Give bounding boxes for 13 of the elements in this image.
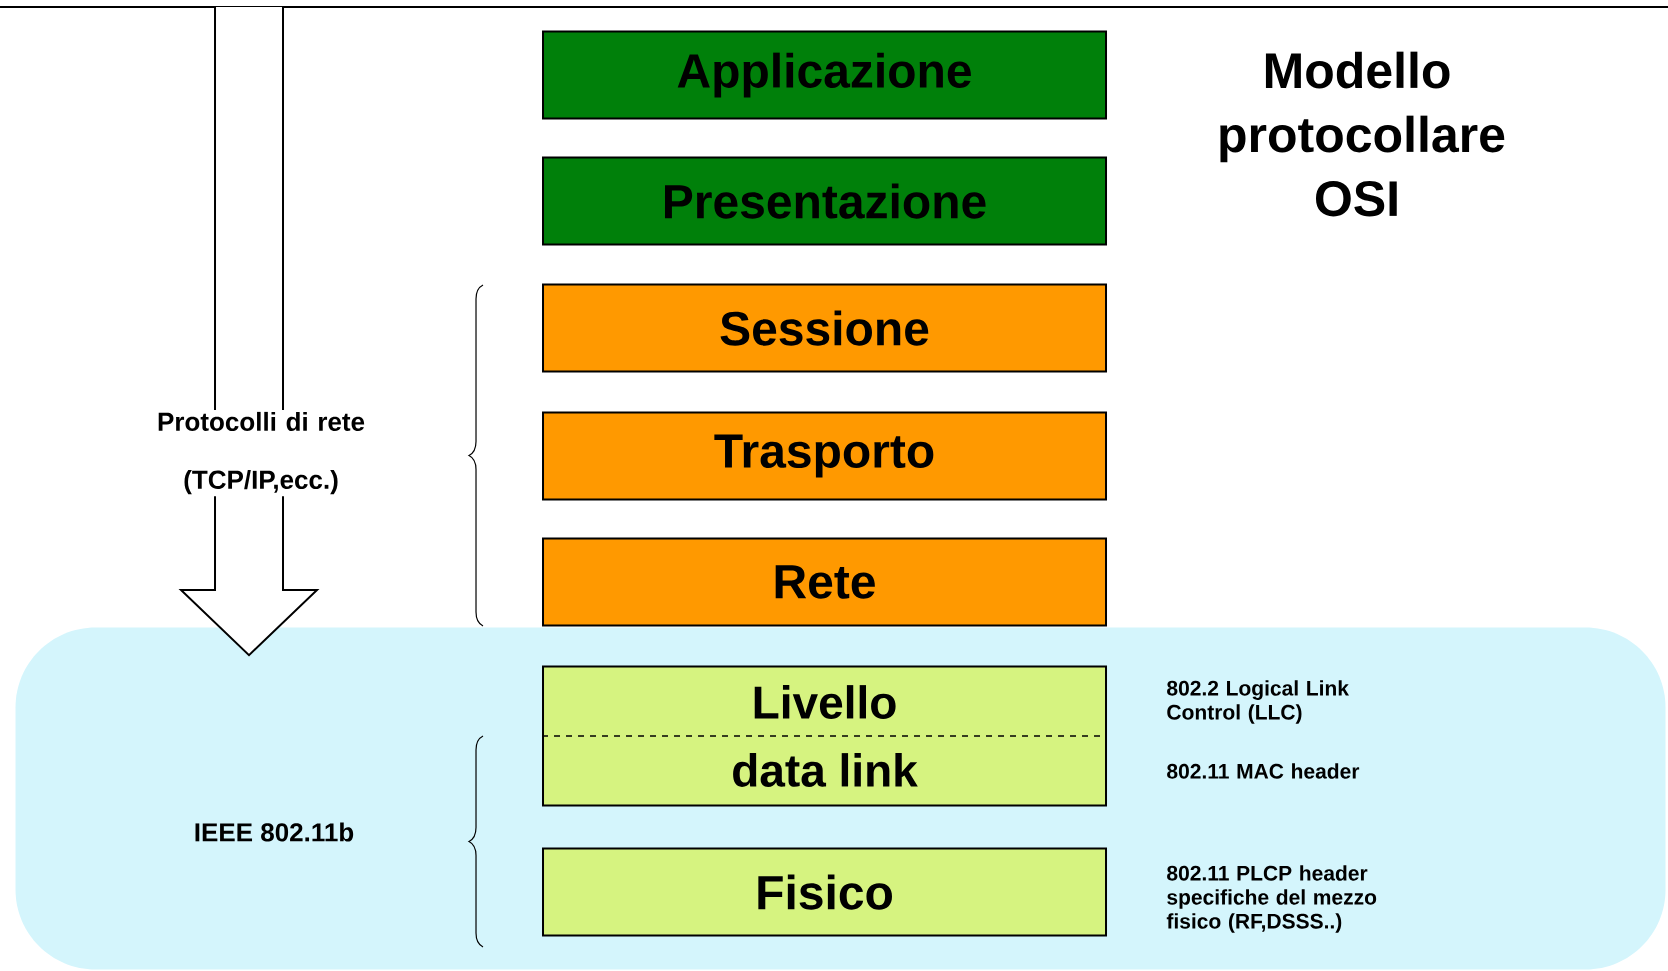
layer-box: Applicazione [542, 30, 1107, 120]
title: Modello protocollare OSI [1220, 51, 1505, 217]
layer-box: Sessione [542, 283, 1107, 373]
layer-box: Fisico [542, 847, 1107, 937]
layer-box: Rete [542, 537, 1107, 627]
side-note: 802.11 PLCP header specifiche del mezzo fisico (RF,DSSS..) [1166, 865, 1377, 933]
layer-box: Livello data link [542, 665, 1107, 807]
side-note: 802.2 Logical Link Control (LLC) [1167, 680, 1349, 724]
layer-box: Presentazione [542, 156, 1107, 246]
group-label: IEEE 802.11b [195, 822, 354, 842]
group-label: Protocolli di rete (TCP/IP,ecc.) [134, 409, 388, 497]
layer-box: Trasporto [542, 411, 1107, 501]
side-note: 802.11 MAC header [1167, 763, 1360, 779]
